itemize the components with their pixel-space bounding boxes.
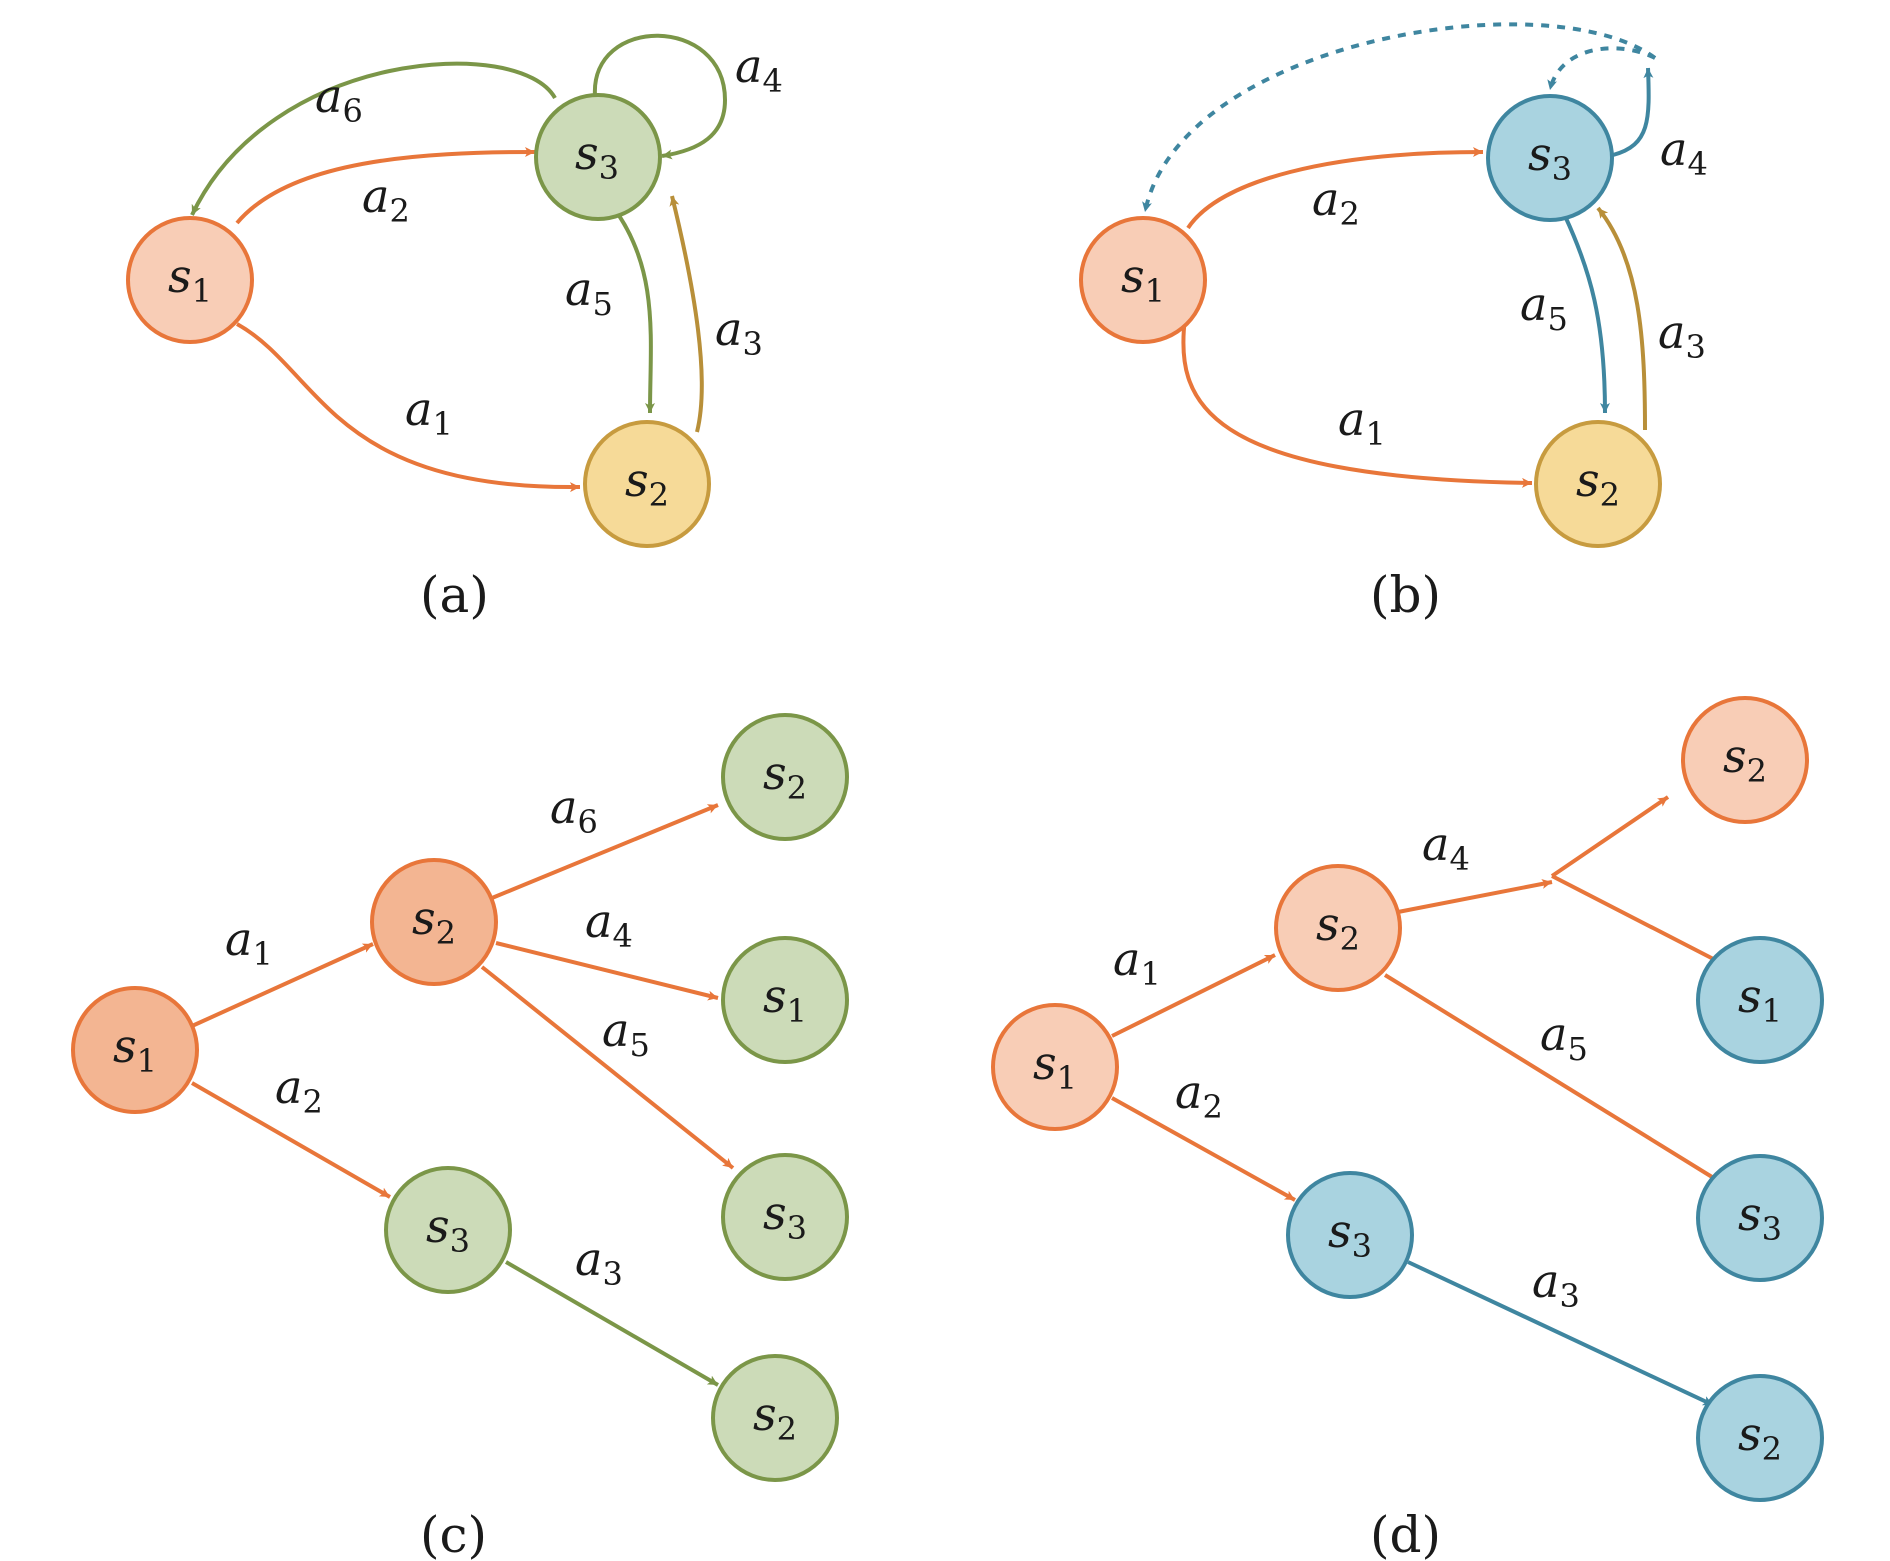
edge-a6 — [491, 803, 719, 900]
svg-text:s1: s1 — [113, 1019, 157, 1080]
edge-label-a1: a1 — [1338, 392, 1386, 453]
edge-a2 — [1111, 1096, 1296, 1202]
svg-text:s3: s3 — [575, 126, 619, 187]
panel-c: a1 a2 a6 a4 a5 a3 s1 s2 s3 s2 s1 s3 — [71, 713, 849, 1561]
svg-text:s1: s1 — [1738, 969, 1782, 1030]
node-leaf-s1: s1 — [1696, 936, 1824, 1064]
svg-text:s1: s1 — [1033, 1036, 1077, 1097]
caption-a: (a) — [420, 566, 489, 624]
edge-label-a5: a5 — [1520, 277, 1568, 338]
svg-text:s2: s2 — [1316, 897, 1360, 958]
node-leaf-s3: s3 — [1696, 1154, 1824, 1282]
node-s1: s1 — [71, 986, 199, 1114]
edge-label-a4: a4 — [1660, 122, 1708, 183]
node-s3: s3 — [1486, 94, 1614, 222]
edge-a3 — [504, 1260, 720, 1387]
node-s2: s2 — [583, 420, 711, 548]
panel-d: a1 a2 a4 a5 a3 s1 s2 s3 s2 s1 s3 — [991, 696, 1824, 1561]
node-s1: s1 — [991, 1003, 1119, 1131]
edge-a4-branch-up — [1550, 795, 1670, 878]
edge-dashed-loop — [1142, 22, 1657, 213]
edge-dashed-return — [1547, 46, 1656, 91]
edge-a5 — [1563, 215, 1610, 414]
edge-label-a3: a3 — [1532, 1254, 1580, 1315]
svg-text:s2: s2 — [625, 453, 669, 514]
node-leaf-s2-bottom: s2 — [1696, 1374, 1824, 1502]
svg-text:s2: s2 — [763, 746, 807, 807]
edge-a2 — [235, 147, 536, 225]
caption-b: (b) — [1370, 566, 1441, 624]
edge-label-a3: a3 — [1658, 305, 1706, 366]
edge-a4 — [495, 941, 719, 1001]
svg-text:s2: s2 — [1723, 729, 1767, 790]
node-s3: s3 — [384, 1166, 512, 1294]
edge-a1 — [1181, 317, 1533, 488]
edge-a2 — [191, 1081, 391, 1199]
panel-a: a6 a2 a4 a5 a3 a1 s1 s3 s2 (a) — [126, 33, 783, 624]
node-leaf-s2: s2 — [1681, 696, 1809, 824]
caption-d: (d) — [1370, 1506, 1441, 1561]
svg-text:s3: s3 — [763, 1186, 807, 1247]
caption-c: (c) — [420, 1506, 487, 1561]
svg-text:s2: s2 — [753, 1387, 797, 1448]
edge-label-a1: a1 — [1113, 932, 1161, 993]
svg-text:s1: s1 — [763, 969, 807, 1030]
edge-a1 — [191, 942, 374, 1028]
node-s2: s2 — [370, 858, 498, 986]
node-s1: s1 — [1079, 216, 1207, 344]
edge-label-a6: a6 — [315, 69, 363, 130]
edge-a4 — [1612, 67, 1654, 157]
edge-a3 — [1407, 1260, 1714, 1407]
edge-label-a1: a1 — [405, 382, 453, 443]
edge-label-a4: a4 — [585, 894, 633, 955]
svg-text:s3: s3 — [1528, 127, 1572, 188]
edge-a1 — [1111, 953, 1276, 1038]
node-s3: s3 — [534, 93, 662, 221]
edge-label-a2: a2 — [362, 169, 410, 230]
node-leaf-s2-bottom: s2 — [711, 1354, 839, 1482]
edge-label-a5: a5 — [602, 1003, 650, 1064]
svg-text:s2: s2 — [412, 891, 456, 952]
node-s3: s3 — [1286, 1171, 1414, 1299]
edge-a4 — [592, 33, 728, 160]
svg-text:s1: s1 — [168, 249, 212, 310]
edge-a4 — [1397, 879, 1553, 914]
node-s1: s1 — [126, 216, 254, 344]
edge-label-a2: a2 — [1312, 172, 1360, 233]
edge-a5 — [480, 965, 735, 1170]
node-leaf-s1: s1 — [721, 936, 849, 1064]
node-s2: s2 — [1274, 864, 1402, 992]
node-leaf-s3: s3 — [721, 1153, 849, 1281]
svg-text:s3: s3 — [1328, 1204, 1372, 1265]
edge-a2 — [1186, 147, 1484, 230]
panel-b: a2 a4 a5 a3 a1 s1 s3 s2 (b) — [1079, 22, 1708, 624]
edge-a4-branch-down — [1551, 874, 1726, 967]
edge-label-a3: a3 — [575, 1232, 623, 1293]
edge-label-a1: a1 — [225, 912, 273, 973]
edge-a5 — [1383, 973, 1727, 1187]
edge-label-a5: a5 — [1540, 1007, 1588, 1068]
edge-a5 — [611, 205, 656, 414]
svg-text:s3: s3 — [426, 1199, 470, 1260]
svg-text:s2: s2 — [1738, 1407, 1782, 1468]
svg-text:s3: s3 — [1738, 1187, 1782, 1248]
node-leaf-s2: s2 — [721, 713, 849, 841]
edge-label-a4: a4 — [1422, 817, 1470, 878]
edge-label-a2: a2 — [275, 1060, 323, 1121]
edge-a6 — [190, 61, 557, 216]
edge-label-a6: a6 — [550, 780, 598, 841]
edge-a3 — [1596, 206, 1647, 431]
edge-a1 — [236, 322, 581, 493]
edge-a3 — [669, 195, 704, 433]
edge-label-a2: a2 — [1175, 1065, 1223, 1126]
edge-label-a3: a3 — [715, 302, 763, 363]
svg-text:s2: s2 — [1576, 453, 1620, 514]
node-s2: s2 — [1534, 420, 1662, 548]
edge-label-a5: a5 — [565, 262, 613, 323]
edge-label-a4: a4 — [735, 39, 783, 100]
svg-text:s1: s1 — [1121, 249, 1165, 310]
